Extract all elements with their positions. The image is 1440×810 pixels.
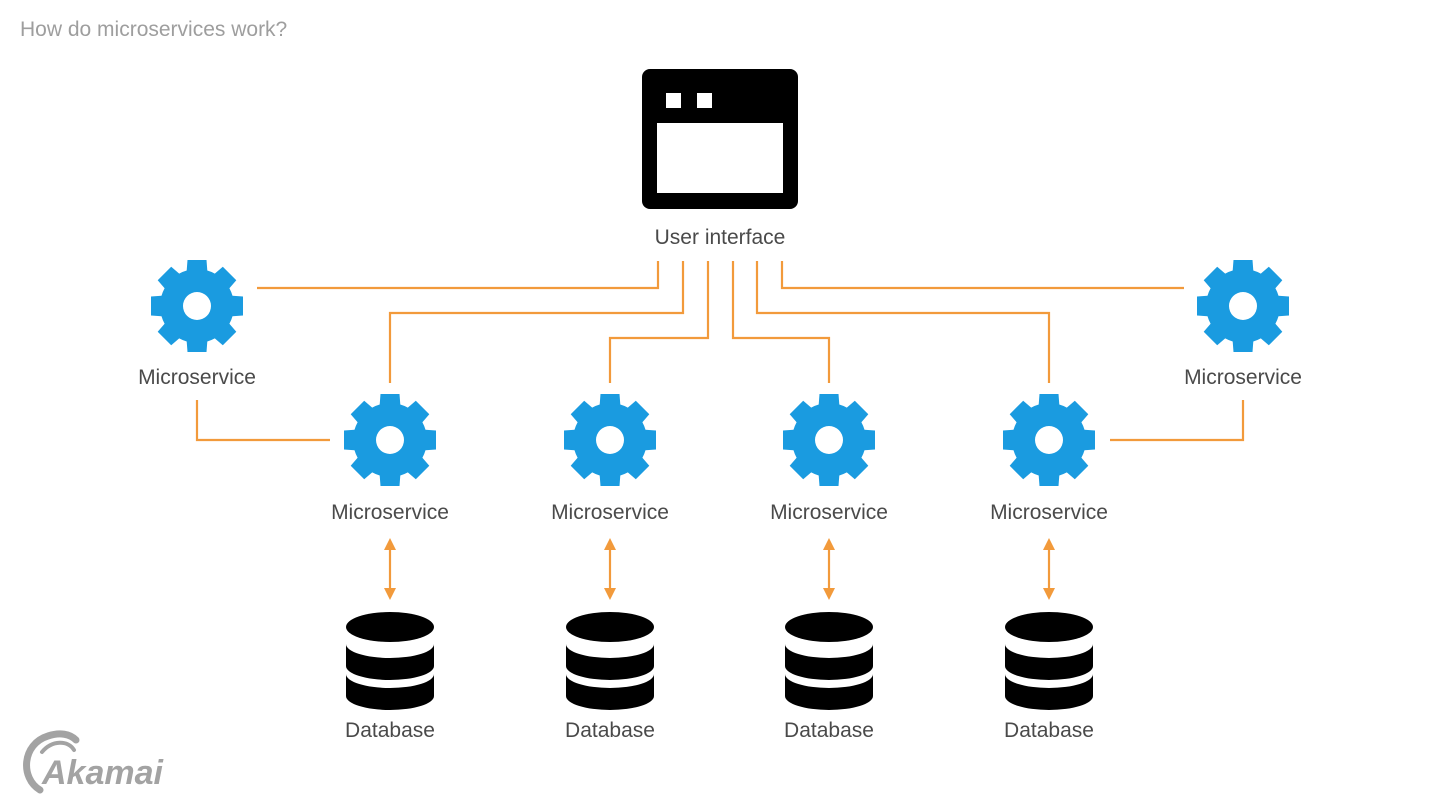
gear-shape — [1197, 260, 1289, 352]
browser-window-icon — [642, 69, 798, 209]
database-disc — [346, 674, 434, 710]
microservice-label: Microservice — [770, 501, 888, 524]
edge-ui-ms-2 — [608, 261, 710, 383]
database-label: Database — [784, 719, 874, 742]
gear-shape — [151, 260, 243, 352]
edge-ms-top-left-ms-1 — [195, 400, 330, 442]
database-icon — [566, 612, 654, 710]
database-disc — [785, 674, 873, 710]
gear-icon — [344, 394, 436, 486]
gear-shape — [564, 394, 656, 486]
microservice-label: Microservice — [331, 501, 449, 524]
edge-ui-ms-1 — [388, 261, 685, 383]
database-disc — [785, 644, 873, 680]
user-interface-label: User interface — [655, 226, 786, 249]
database-node-1: Database — [345, 612, 435, 742]
database-label: Database — [345, 719, 435, 742]
database-icon — [785, 612, 873, 710]
gear-shape — [783, 394, 875, 486]
microservice-label: Microservice — [551, 501, 669, 524]
akamai-logo-text: Akamai — [41, 754, 165, 792]
database-node-2: Database — [565, 612, 655, 742]
database-disc — [1005, 644, 1093, 680]
user-interface-node: User interface — [642, 69, 798, 249]
edge-ui-ms-top-right — [780, 261, 1184, 290]
database-label: Database — [1004, 719, 1094, 742]
gear-icon — [1003, 394, 1095, 486]
database-icon — [346, 612, 434, 710]
database-disc — [346, 644, 434, 680]
database-disc — [1005, 612, 1093, 642]
edge-ui-ms-top-left — [257, 261, 660, 290]
database-disc — [566, 674, 654, 710]
microservice-node-top-right: Microservice — [1184, 260, 1302, 389]
database-disc — [566, 644, 654, 680]
edge-ui-ms-4 — [755, 261, 1051, 383]
akamai-wave-icon — [23, 730, 80, 794]
connectors — [195, 261, 1245, 442]
edge-ms-top-right-ms-4 — [1110, 400, 1245, 442]
microservice-node-1: Microservice — [331, 394, 449, 524]
microservice-node-2: Microservice — [551, 394, 669, 524]
gear-icon — [564, 394, 656, 486]
edge-ui-ms-3 — [731, 261, 831, 383]
database-disc — [346, 612, 434, 642]
gear-icon — [151, 260, 243, 352]
database-node-4: Database — [1004, 612, 1094, 742]
microservice-label: Microservice — [138, 366, 256, 389]
db-arrows — [384, 538, 1055, 600]
gear-shape — [344, 394, 436, 486]
microservice-label: Microservice — [1184, 366, 1302, 389]
database-node-3: Database — [784, 612, 874, 742]
database-icon — [1005, 612, 1093, 710]
database-disc — [785, 612, 873, 642]
akamai-logo: Akamai — [23, 730, 165, 794]
database-label: Database — [565, 719, 655, 742]
database-disc — [566, 612, 654, 642]
database-disc — [1005, 674, 1093, 710]
microservice-node-4: Microservice — [990, 394, 1108, 524]
microservice-label: Microservice — [990, 501, 1108, 524]
page-title: How do microservices work? — [20, 18, 288, 41]
gear-icon — [1197, 260, 1289, 352]
microservice-node-3: Microservice — [770, 394, 888, 524]
microservice-node-top-left: Microservice — [138, 260, 256, 389]
gear-shape — [1003, 394, 1095, 486]
gear-icon — [783, 394, 875, 486]
